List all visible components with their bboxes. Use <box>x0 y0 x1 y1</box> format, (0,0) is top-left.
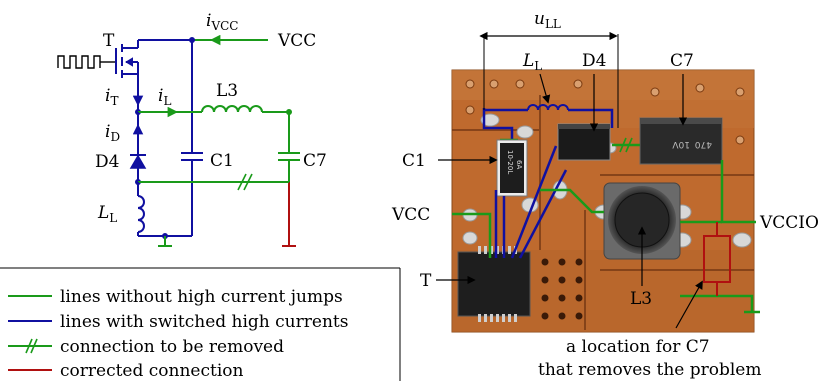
legend-item-red: corrected connection <box>8 361 244 381</box>
pcb-photo: 10-20L 6A 10V 470 <box>391 9 819 380</box>
photo-ll-label: LL <box>522 51 542 73</box>
ll-inductor-symbol <box>137 195 145 233</box>
svg-text:470: 470 <box>695 139 712 149</box>
mosfet-symbol <box>115 39 192 112</box>
d4-label: D4 <box>95 152 119 172</box>
svg-text:lines without high current jum: lines without high current jumps <box>60 287 343 307</box>
svg-text:6A: 6A <box>515 160 523 169</box>
photo-d4-label: D4 <box>582 51 606 71</box>
note-line-1: a location for C7 <box>566 337 710 357</box>
svg-text:connection to be removed: connection to be removed <box>60 337 284 357</box>
pwm-signal-icon <box>57 55 101 69</box>
c7-chip: 10V 470 <box>639 117 723 165</box>
ll-label: LL <box>97 203 117 225</box>
d4-chip <box>557 123 611 161</box>
u-ll-label: uLL <box>534 9 561 31</box>
cut-mark-icon <box>25 338 33 354</box>
c1-chip: 10-20L 6A <box>496 139 528 197</box>
photo-c7-label: C7 <box>670 51 694 71</box>
svg-text:lines with switched high curre: lines with switched high currents <box>60 312 348 332</box>
svg-text:10-20L: 10-20L <box>506 150 514 174</box>
l3-label: L3 <box>216 81 238 101</box>
svg-text:10V: 10V <box>672 139 690 149</box>
i-vcc-label: iVCC <box>206 11 238 33</box>
photo-vcc-label: VCC <box>391 205 430 225</box>
photo-vccio-label: VCCIO <box>759 213 819 233</box>
l3-inductor-symbol <box>201 105 263 113</box>
mosfet-label: T <box>103 31 115 51</box>
ll-coil-overlay <box>527 104 569 111</box>
c1-label: C1 <box>210 151 234 171</box>
cut-mark-icon <box>619 137 627 153</box>
legend-item-green: lines without high current jumps <box>8 287 343 307</box>
legend-item-cut: connection to be removed <box>8 337 284 357</box>
photo-l3-label: L3 <box>630 289 652 309</box>
l3-inductor <box>603 182 681 260</box>
schematic: T iVCC VCC C1 iT iL L3 C7 <box>57 11 327 247</box>
corrected-c7-location <box>703 222 731 296</box>
legend: lines without high current jumps lines w… <box>0 267 401 381</box>
i-d-label: iD <box>105 122 120 144</box>
c7-label: C7 <box>303 151 327 171</box>
i-t-label: iT <box>105 86 118 108</box>
note-line-2: that removes the problem <box>538 360 761 380</box>
legend-item-blue: lines with switched high currents <box>8 312 348 332</box>
d4-diode-symbol <box>129 150 147 182</box>
svg-text:corrected connection: corrected connection <box>60 361 244 381</box>
i-l-label: iL <box>158 86 171 108</box>
photo-c1-label: C1 <box>402 151 426 171</box>
cut-mark-icon <box>237 173 247 191</box>
vcc-label: VCC <box>277 31 316 51</box>
photo-t-label: T <box>420 271 432 291</box>
